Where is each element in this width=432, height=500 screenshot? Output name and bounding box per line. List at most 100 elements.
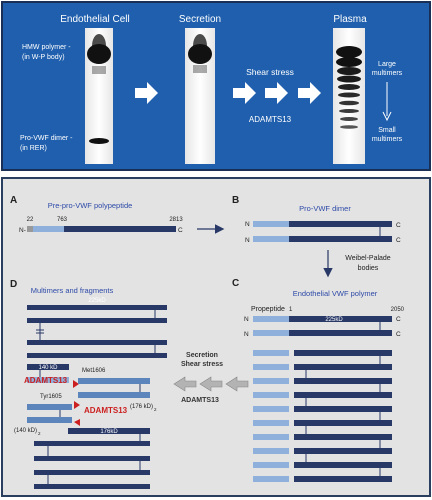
processing-step: Secretion Shear stress ADAMTS13 [173, 352, 249, 404]
gel-band-p5 [338, 84, 360, 90]
dimer-c-1: C [396, 222, 401, 229]
gel-lane-plasma [333, 28, 365, 164]
polymer-mature-row [294, 406, 392, 412]
polymer-propeptide-row [253, 350, 289, 356]
polymer-mature-row [294, 434, 392, 440]
arrow-down-icon [382, 111, 392, 122]
polymer-mature-row [294, 350, 392, 356]
dimer-n-1: N [245, 221, 250, 228]
arrow-right-icon [298, 82, 321, 104]
met1606-label: Met1606 [82, 368, 106, 374]
multimer-bar-4 [27, 353, 167, 358]
adamts13-red-label-2: ADAMTS13 [84, 406, 128, 415]
fragment-140kd-dimer-bar-1 [27, 404, 72, 410]
cleavage-arrow-icon [74, 401, 80, 409]
gel-band-p1 [336, 46, 362, 58]
polymer-mature-row [294, 462, 392, 468]
gel-lane-secretion [185, 28, 215, 164]
fragment-176kd-bar-1 [78, 378, 150, 384]
lane-title-secretion: Secretion [179, 14, 221, 25]
fragment-176kd-bar-2 [78, 392, 150, 398]
panel-c-letter: C [232, 278, 239, 289]
fragment-140kd-subscript: 2 [38, 431, 41, 436]
arrow-right-icon [233, 82, 256, 104]
polymer-propeptide-row [253, 462, 289, 468]
weibel-palade-label-2: bodies [358, 265, 379, 272]
polymer-c-2: C [396, 331, 401, 338]
dimer-mature-1 [289, 221, 392, 227]
multimer-bar-5 [34, 441, 150, 446]
panel-d: D Multimers and fragments 225kD 140 kD M… [10, 279, 167, 489]
polymer-propeptide-2 [253, 330, 289, 336]
polymer-mature-row [294, 476, 392, 482]
panel-a-letter: A [10, 195, 17, 206]
fragment-140kd-dimer-label: (140 kD) [14, 428, 37, 434]
propeptide-segment [33, 226, 64, 232]
polymer-propeptide-row [253, 406, 289, 412]
panel-a-title: Pre-pro-VWF polypeptide [48, 201, 133, 210]
gel-band-p8 [339, 109, 359, 113]
dimer-n-2: N [245, 237, 250, 244]
panel-d-title: Multimers and fragments [31, 286, 114, 295]
polymer-mature-row [294, 378, 392, 384]
gel-smear-1 [92, 66, 106, 74]
multimer-225kd-label: 225kD [88, 298, 106, 304]
fragment-176kd-subscript: 2 [154, 407, 157, 412]
adamts13-red-label-1: ADAMTS13 [24, 376, 68, 385]
arrow-right-icon [265, 82, 288, 104]
shear-stress-label: Shear stress [246, 67, 294, 77]
polymer-mature-1 [289, 316, 392, 322]
panel-d-letter: D [10, 279, 17, 290]
multimer-bar-8 [34, 484, 150, 489]
fragment-140kd-label: 140 kD [38, 365, 58, 371]
gel-band-pro-dimer [89, 138, 109, 144]
fragment-176kd-dimer-label: (176 kD) [130, 404, 153, 410]
panel-b: B Pro-VWF dimer N C N C [232, 195, 401, 244]
tyr1605-label: Tyr1605 [40, 394, 62, 400]
residue-2813: 2813 [169, 217, 183, 223]
polymer-propeptide-row [253, 364, 289, 370]
gel-band-p3 [337, 67, 361, 75]
lane-title-plasma: Plasma [333, 14, 367, 25]
gel-band-p2 [336, 57, 362, 67]
residue-22: 22 [27, 217, 34, 223]
gel-lane-endothelial [85, 28, 113, 164]
polymer-mature-2 [289, 330, 392, 336]
cleavage-arrow-icon [73, 380, 79, 388]
propeptide-label: Propeptide [251, 306, 285, 313]
c-terminus: C [178, 227, 183, 234]
adamts13-label: ADAMTS13 [249, 115, 292, 124]
top-panel-background [1, 1, 431, 171]
polymer-propeptide-row [253, 448, 289, 454]
polymer-propeptide-row [253, 476, 289, 482]
mature-vwf-segment [64, 226, 176, 232]
polymer-225kd-label: 225kD [325, 317, 343, 323]
large-label-line-2: multimers [372, 70, 403, 77]
multimer-176kd-label: 176kD [100, 429, 118, 435]
multimer-bar-6 [34, 456, 150, 461]
secretion-label: Secretion [186, 352, 218, 359]
polymer-n-2: N [244, 331, 249, 338]
large-label-line-1: Large [378, 61, 396, 68]
polymer-propeptide-row [253, 434, 289, 440]
small-label-line-1: Small [378, 127, 396, 134]
lane-title-endothelial: Endothelial Cell [60, 14, 130, 25]
arrow-left-icon [173, 376, 197, 392]
polymer-mature-row [294, 364, 392, 370]
panel-b-letter: B [232, 195, 239, 206]
polymer-propeptide-row [253, 378, 289, 384]
gel-band-p7 [339, 100, 359, 106]
adamts13-label-bottom: ADAMTS13 [181, 397, 219, 404]
arrow-left-icon [225, 376, 249, 392]
panel-a: A Pre-pro-VWF polypeptide 22 763 2813 N-… [10, 195, 183, 234]
panel-b-title: Pro-VWF dimer [299, 204, 351, 213]
bottom-panel: A Pre-pro-VWF polypeptide 22 763 2813 N-… [1, 177, 431, 497]
dimer-mature-2 [289, 236, 392, 242]
multimer-bar-3 [27, 340, 167, 345]
residue-763: 763 [57, 217, 68, 223]
panel-c: C Endothelial VWF polymer Propeptide 1 2… [232, 278, 405, 482]
polymer-c-1: C [396, 316, 401, 323]
gel-band-hmw [87, 44, 111, 64]
gel-band-hmw-2 [188, 44, 212, 64]
